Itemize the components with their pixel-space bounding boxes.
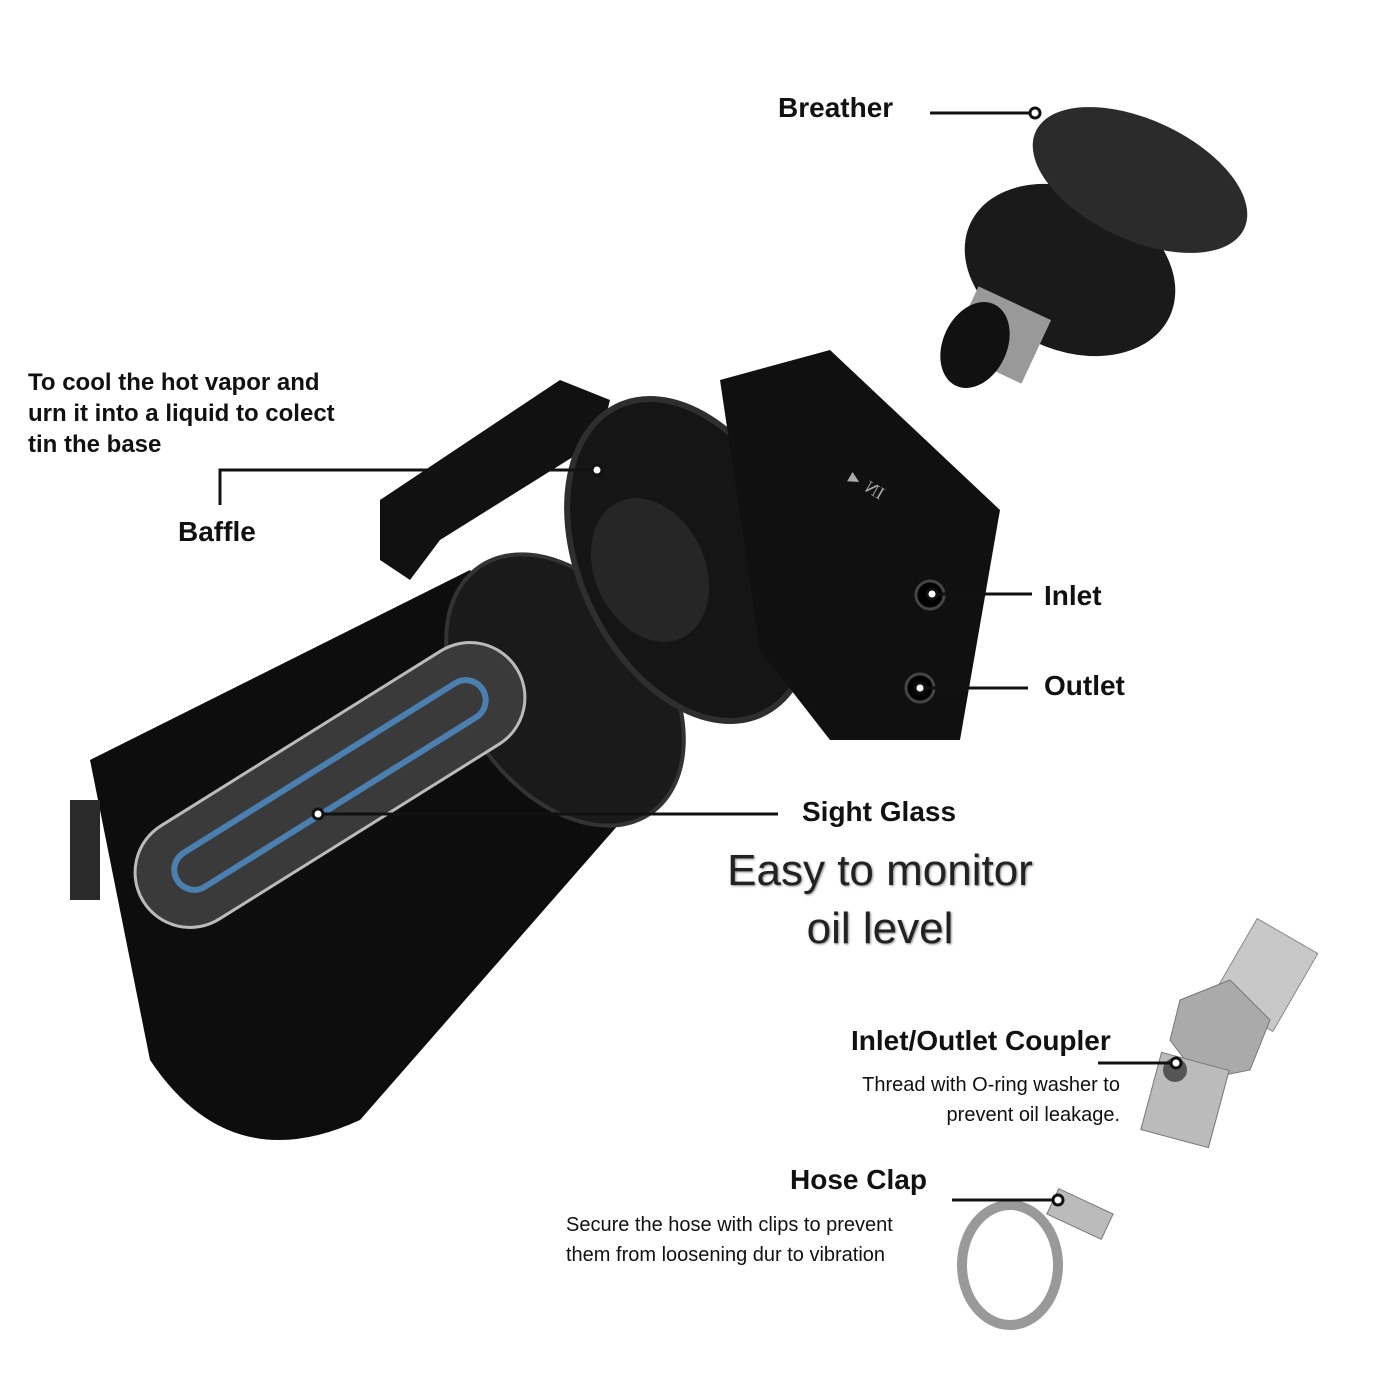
baffle-note: To cool the hot vapor and urn it into a … <box>28 367 335 460</box>
hose-clamp-note-line: them from loosening dur to vibration <box>566 1244 886 1266</box>
headline-line: Easy to monitor <box>727 846 1033 895</box>
coupler-fitting <box>1140 917 1319 1149</box>
mounting-bracket <box>380 380 610 580</box>
hose-clamp-note: Secure the hose with clips to prevent th… <box>566 1210 893 1270</box>
baffle-note-line: tin the base <box>28 431 162 458</box>
inlet-label: Inlet <box>1044 580 1102 611</box>
outlet-label: Outlet <box>1044 670 1125 701</box>
sight-glass <box>133 641 527 929</box>
coupler-note-line: prevent oil leakage. <box>946 1104 1120 1126</box>
baffle-note-line: urn it into a liquid to colect <box>28 400 335 427</box>
breather-filter <box>940 107 1248 388</box>
baffle-note-line: To cool the hot vapor and <box>28 369 320 396</box>
coupler-note-line: Thread with O-ring washer to <box>862 1074 1120 1096</box>
coupler-note: Thread with O-ring washer to prevent oil… <box>780 1070 1120 1130</box>
breather-label: Breather <box>778 92 894 123</box>
baffle-label: Baffle <box>178 516 256 547</box>
headline-line: oil level <box>806 904 954 953</box>
hose-clamp-note-line: Secure the hose with clips to prevent <box>566 1214 893 1236</box>
hose-clamp <box>957 1187 1114 1330</box>
headline: Easy to monitor oil level <box>700 842 1060 958</box>
leader-lines <box>218 106 1183 1207</box>
coupler-label: Inlet/Outlet Coupler <box>851 1025 1111 1056</box>
sight-glass-label: Sight Glass <box>802 796 957 827</box>
baffle-head: IN ◄ <box>564 350 1000 740</box>
hose-clamp-label: Hose Clap <box>790 1164 927 1195</box>
